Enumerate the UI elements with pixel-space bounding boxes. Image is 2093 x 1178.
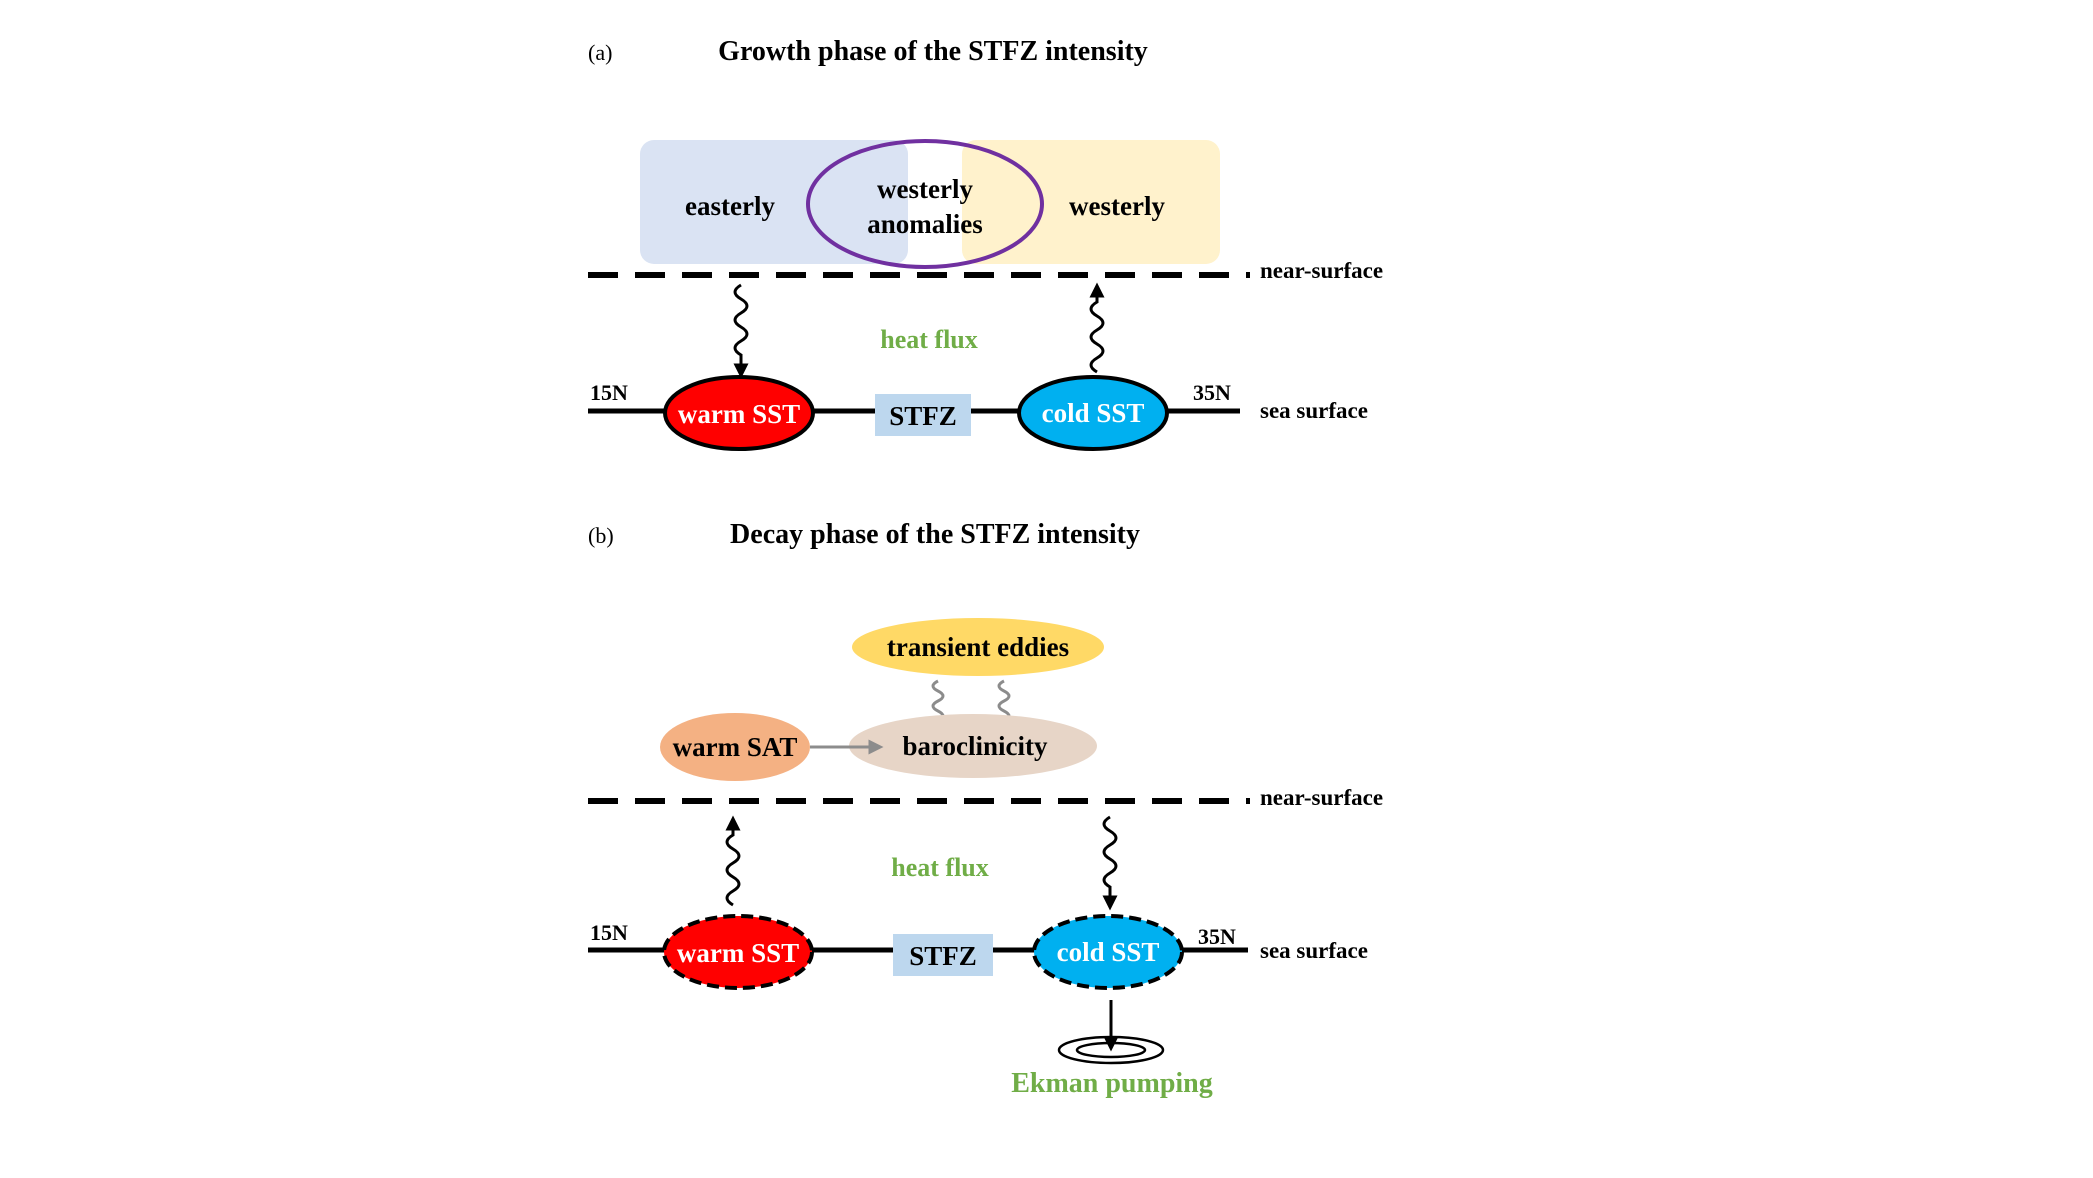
stfz-label-b: STFZ [909, 941, 977, 971]
lat-15n-label-b: 15N [590, 920, 628, 945]
stfz-label: STFZ [889, 401, 957, 431]
baroclinicity-label: baroclinicity [903, 731, 1048, 761]
cold-sst-label: cold SST [1042, 398, 1145, 428]
westerly-anomalies-label-line2: anomalies [867, 209, 983, 239]
transient-eddies-ellipse [852, 618, 1104, 676]
heat-flux-arrow-down [733, 283, 749, 379]
panel-a-title: Growth phase of the STFZ intensity [718, 36, 1148, 67]
warm-sst-label-b: warm SST [677, 938, 799, 968]
warm-sat-ellipse [660, 713, 810, 781]
heat-flux-label: heat flux [880, 325, 978, 354]
ekman-ring-inner [1075, 1041, 1147, 1059]
baroclinicity-ellipse [849, 714, 1097, 778]
panel-b-title: Decay phase of the STFZ intensity [730, 519, 1140, 550]
eddy-wave-left [931, 679, 945, 723]
warm-sat-label: warm SAT [673, 732, 798, 762]
westerly-anomalies-ring [806, 139, 1044, 269]
near-surface-label: near-surface [1260, 258, 1383, 283]
warm-sst-ellipse [663, 375, 815, 451]
cold-sst-label-b: cold SST [1057, 937, 1160, 967]
eddy-wave-right [997, 679, 1011, 723]
warm-sst-label: warm SST [678, 399, 800, 429]
cold-sst-ellipse [1017, 375, 1169, 451]
sea-surface-label-b: sea surface [1260, 938, 1368, 963]
near-surface-label-b: near-surface [1260, 785, 1383, 810]
lat-35n-label-b: 35N [1198, 924, 1236, 949]
lat-35n-label: 35N [1193, 380, 1231, 405]
lat-15n-label: 15N [590, 380, 628, 405]
westerly-anomalies-label-line1: westerly [877, 174, 973, 204]
panel-b: (b) Decay phase of the STFZ intensity tr… [588, 519, 1383, 1099]
easterly-box [640, 140, 908, 264]
stfz-box [875, 394, 971, 436]
sea-surface-label: sea surface [1260, 398, 1368, 423]
heat-flux-arrow-down-b [1102, 815, 1118, 911]
ekman-pumping-label: Ekman pumping [1011, 1068, 1213, 1099]
westerly-label: westerly [1069, 191, 1165, 221]
ekman-ring-outer [1057, 1035, 1165, 1065]
heat-flux-arrow-up [1089, 282, 1105, 374]
panel-b-label: (b) [588, 523, 614, 548]
heat-flux-arrow-up-b [725, 815, 741, 907]
panel-a: (a) Growth phase of the STFZ intensity e… [588, 36, 1383, 451]
cold-sst-ellipse-b [1032, 914, 1184, 990]
warm-sst-ellipse-b [662, 914, 814, 990]
stfz-box-b [893, 934, 993, 976]
heat-flux-label-b: heat flux [891, 853, 989, 882]
transient-eddies-label: transient eddies [887, 632, 1069, 662]
panel-a-label: (a) [588, 40, 612, 65]
easterly-label: easterly [685, 191, 775, 221]
